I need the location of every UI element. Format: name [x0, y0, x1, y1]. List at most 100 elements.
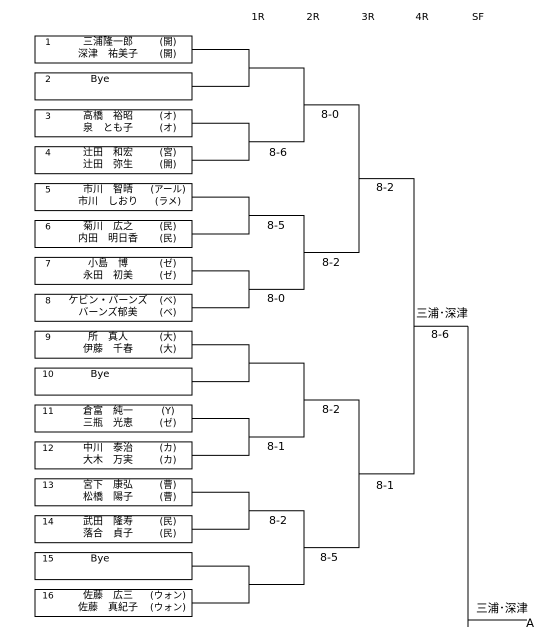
bracket-connector — [192, 196, 250, 235]
seed-number: 13 — [42, 481, 53, 491]
player-name: 中川 泰治 — [83, 441, 133, 454]
round-header-2r: 2R — [306, 12, 319, 23]
winner-label-sf: 三浦･深津 — [476, 601, 528, 615]
player-name: 武田 隆寿 — [83, 515, 133, 528]
entry-box-frame — [34, 367, 193, 396]
winner-labels: 三浦･深津 三浦･深津 A — [416, 306, 534, 627]
player-name: 深津 祐美子 — [78, 47, 138, 60]
player-club: (民) — [160, 529, 177, 540]
player-name: 内田 明日香 — [78, 232, 138, 245]
player-name: 大木 万実 — [83, 453, 133, 466]
entry-box-frame — [34, 109, 193, 138]
seed-number: 14 — [42, 518, 54, 528]
player-name: 市川 しおり — [78, 195, 138, 208]
entry-box-frame — [34, 478, 193, 507]
player-name: バーンズ郁美 — [78, 305, 137, 318]
entry-box: 3 高橋 裕昭 (オ) 泉 とも子 (オ) — [34, 109, 193, 138]
seed-number: 7 — [45, 259, 51, 269]
winner-label-4r: 三浦･深津 — [416, 306, 468, 320]
player-club: (大) — [160, 343, 177, 355]
seed-number: 5 — [45, 186, 51, 196]
score-label: 8-6 — [431, 328, 449, 341]
player-name: 三浦隆一郎 — [83, 35, 133, 48]
score-label: 8-5 — [320, 551, 338, 564]
bracket-connector — [359, 178, 415, 475]
player-club: (アール) — [150, 185, 185, 196]
score-label: 8-2 — [322, 256, 340, 269]
score-label: 8-0 — [321, 108, 339, 121]
player-name: 辻田 弥生 — [83, 158, 133, 171]
score-label: 8-2 — [269, 514, 287, 527]
seed-number: 3 — [45, 112, 51, 122]
player-club: (ゼ) — [160, 269, 177, 281]
player-club: (曹) — [160, 491, 177, 503]
bracket-connector — [249, 67, 305, 143]
seed-number: 1 — [45, 38, 51, 48]
entry-box: 10 Bye — [34, 367, 193, 396]
entry-box-frame — [34, 220, 193, 248]
seed-number: 15 — [42, 555, 53, 565]
player-name: 泉 とも子 — [83, 121, 133, 134]
seed-number: 10 — [42, 370, 54, 380]
entry-box-frame — [34, 330, 193, 359]
entry-box-frame — [34, 515, 193, 544]
bracket-connector — [192, 491, 250, 530]
player-name: 松橋 陽子 — [83, 490, 133, 503]
player-name: 高橋 裕昭 — [83, 109, 133, 122]
score-label: 8-2 — [322, 403, 340, 416]
player-name: 倉富 純一 — [83, 404, 133, 417]
round-header-4r: 4R — [415, 12, 428, 23]
player-club: (民) — [160, 222, 177, 233]
player-club: (オ) — [160, 123, 177, 134]
bracket-connector — [467, 326, 527, 621]
bracket-connector — [304, 104, 360, 253]
seed-number: 2 — [45, 75, 51, 85]
bracket-connector — [192, 49, 250, 87]
score-label: 8-2 — [376, 181, 394, 194]
entry-box-frame — [34, 146, 193, 175]
round-header-1r: 1R — [251, 12, 264, 23]
player-name: 菊川 広之 — [83, 220, 133, 233]
player-club: (オ) — [160, 111, 177, 122]
entry-box-frame — [34, 404, 193, 433]
entry-box-frame — [34, 552, 193, 581]
entry-box-frame — [34, 35, 193, 64]
player-name: 佐藤 真紀子 — [78, 601, 138, 614]
player-name: 市川 智晴 — [83, 183, 133, 196]
player-name: 小島 博 — [88, 256, 128, 269]
player-name: ケビン・バーンズ — [68, 293, 147, 306]
scores-round-2: 8-0 8-2 8-2 8-5 — [320, 108, 340, 564]
player-club: (開) — [160, 37, 177, 48]
bracket-connector — [249, 362, 305, 438]
player-name: 落合 貞子 — [83, 527, 133, 540]
player-club: (カ) — [160, 443, 177, 454]
entry-box-frame — [34, 72, 193, 101]
bye-label: Bye — [91, 74, 110, 85]
round-header-sf: SF — [472, 12, 484, 23]
player-club: (民) — [160, 234, 177, 245]
player-club: (開) — [160, 160, 177, 171]
player-club: (ウォン) — [150, 603, 186, 614]
seed-number: 16 — [42, 592, 54, 602]
entry-box-frame — [34, 441, 193, 470]
player-club: (民) — [160, 517, 177, 528]
bracket-connector — [192, 565, 250, 604]
player-club: (ベ) — [160, 295, 177, 306]
bye-label: Bye — [91, 369, 110, 380]
player-name: 永田 初美 — [83, 268, 133, 281]
entry-box-frame — [34, 256, 193, 285]
bracket-lines — [192, 49, 527, 627]
player-name: 三瓶 光恵 — [83, 416, 133, 429]
score-label: 8-1 — [376, 479, 394, 492]
player-club: (カ) — [160, 455, 177, 466]
